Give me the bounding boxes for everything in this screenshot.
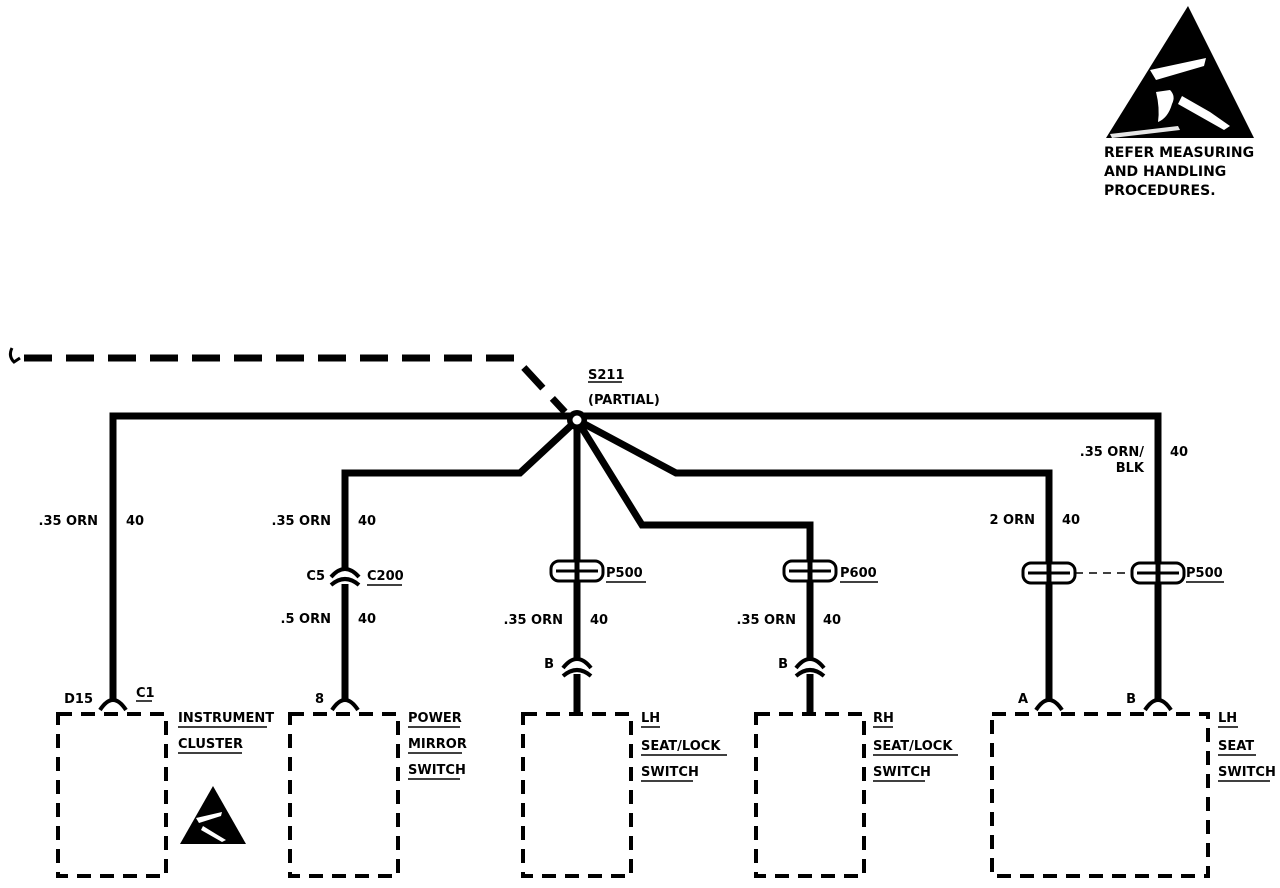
connector-c200: C5 C200 [306, 567, 404, 587]
wire-instrument-size: .35 ORN [39, 514, 99, 529]
lh-seat-line-3: SWITCH [1218, 765, 1276, 780]
wire-mirror-lower-size: .5 ORN [281, 612, 331, 627]
wire-lh-seat-lock-size: .35 ORN [504, 613, 564, 628]
splice-id: S211 [588, 368, 625, 383]
terminal-rh-seat-lock [794, 657, 826, 670]
wire-lh-seat-a [575, 416, 1053, 700]
terminal-instrument-pin: D15 [64, 692, 93, 707]
wire-lh-seat-a-size: 2 ORN [989, 513, 1035, 528]
incoming-feed-wire [8, 347, 568, 415]
rh-seat-lock-line-3: SWITCH [873, 765, 931, 780]
lh-seat-lock-line-2: SEAT/LOCK [641, 739, 721, 754]
instrument-cluster-line-1: INSTRUMENT [178, 711, 274, 726]
component-rh-seat-lock-switch: RH SEAT/LOCK SWITCH [754, 711, 958, 878]
wire-rh-seat-lock-size: .35 ORN [737, 613, 797, 628]
terminal-rh-seat-lock-pin: B [778, 657, 788, 672]
wire-labels: .35 ORN 40 .35 ORN 40 .5 ORN 40 .35 ORN … [39, 445, 1189, 628]
terminal-lh-seat-lock [561, 657, 593, 670]
esd-warning: REFER MEASURING AND HANDLING PROCEDURES. [1104, 6, 1254, 199]
wire-lh-seat-a-circuit: 40 [1062, 513, 1080, 528]
terminal-lh-seat-b-pin: B [1126, 692, 1136, 707]
terminal-mirror [330, 698, 360, 712]
connector-p500-right: P500 [1021, 561, 1224, 585]
wire-lh-seat-b-circuit: 40 [1170, 445, 1188, 460]
wire-power-mirror [341, 417, 580, 700]
p500-left-name: P500 [606, 566, 643, 581]
terminal-instrument [98, 698, 128, 712]
splice-s211: S211 (PARTIAL) [567, 368, 660, 430]
esd-warning-line-3: PROCEDURES. [1104, 183, 1216, 199]
connector-p600: P600 [782, 559, 878, 583]
terminal-lh-seat-a-pin: A [1018, 692, 1028, 707]
c200-pin: C5 [306, 569, 325, 584]
wire-mirror-upper-circuit: 40 [358, 514, 376, 529]
wire-rh-seat-lock-circuit: 40 [823, 613, 841, 628]
wire-mirror-lower-circuit: 40 [358, 612, 376, 627]
p600-name: P600 [840, 566, 877, 581]
esd-warning-line-2: AND HANDLING [1104, 164, 1226, 180]
component-lh-seat-lock-switch: LH SEAT/LOCK SWITCH [521, 711, 727, 878]
connector-p500-left: P500 [549, 559, 646, 583]
wire-rh-seat-lock [574, 418, 814, 714]
lh-seat-lock-line-1: LH [641, 711, 660, 726]
terminal-lh-seat-lock-pin: B [544, 657, 554, 672]
c200-name: C200 [367, 569, 404, 584]
rh-seat-lock-line-2: SEAT/LOCK [873, 739, 953, 754]
wire-mirror-upper-size: .35 ORN [272, 514, 332, 529]
instrument-cluster-line-2: CLUSTER [178, 737, 243, 752]
component-lh-seat-switch: LH SEAT SWITCH [990, 711, 1276, 878]
wire-top-bus [109, 412, 1162, 700]
power-mirror-line-1: POWER [408, 711, 462, 726]
component-power-mirror-switch: POWER MIRROR SWITCH [288, 711, 467, 878]
lh-seat-line-2: SEAT [1218, 739, 1254, 754]
terminal-lh-seat-a [1034, 698, 1064, 712]
terminal-mirror-pin: 8 [315, 692, 324, 707]
wire-lh-seat-b-size-1: .35 ORN/ [1080, 445, 1144, 460]
lh-seat-lock-line-3: SWITCH [641, 765, 699, 780]
power-mirror-line-3: SWITCH [408, 763, 466, 778]
wires [109, 412, 1162, 714]
rh-seat-lock-line-1: RH [873, 711, 894, 726]
component-instrument-cluster: INSTRUMENT CLUSTER [56, 711, 274, 878]
esd-warning-line-1: REFER MEASURING [1104, 145, 1254, 161]
p500-right-name: P500 [1186, 566, 1223, 581]
lh-seat-line-1: LH [1218, 711, 1237, 726]
power-mirror-line-2: MIRROR [408, 737, 467, 752]
esd-warning-icon [180, 786, 246, 844]
esd-warning-icon [1106, 6, 1254, 138]
terminal-instrument-connector: C1 [136, 686, 155, 701]
terminals: D15 C1 8 B B A B [64, 657, 1173, 712]
wire-lh-seat-b-size-2: BLK [1116, 461, 1145, 476]
terminal-lh-seat-b [1143, 698, 1173, 712]
wire-lh-seat-lock-circuit: 40 [590, 613, 608, 628]
splice-note: (PARTIAL) [588, 393, 660, 408]
wire-instrument-circuit: 40 [126, 514, 144, 529]
